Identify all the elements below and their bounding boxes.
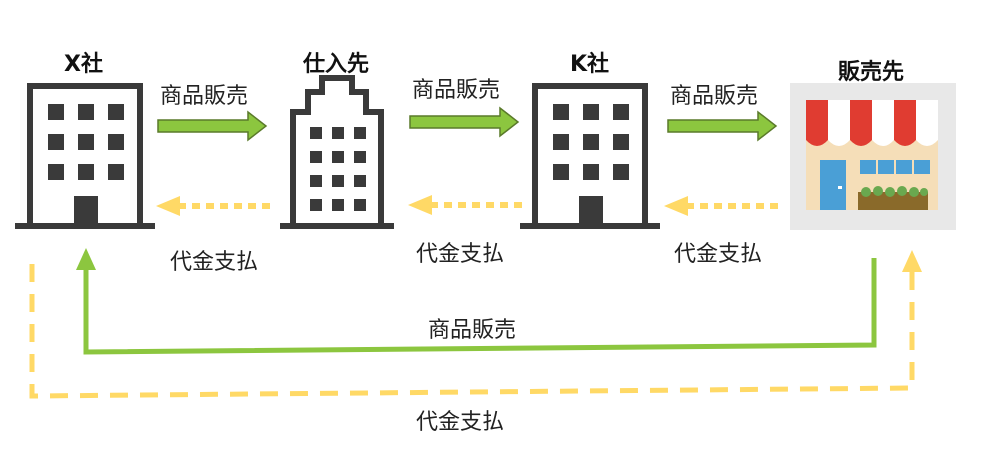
retailer-store-icon	[790, 83, 956, 230]
x-company-building-icon	[15, 83, 155, 229]
k-company-building-icon	[520, 83, 660, 229]
x-company-title: X社	[64, 52, 103, 77]
goods-arrow-1	[157, 110, 268, 142]
payment-label-2: 代金支払	[416, 242, 505, 267]
goods-arrow-3	[667, 110, 778, 142]
goods-label-2: 商品販売	[412, 78, 501, 103]
payment-arrow-2	[408, 195, 522, 215]
payment-label-1: 代金支払	[170, 250, 259, 275]
goods-label-1: 商品販売	[160, 84, 249, 109]
supplier-title: 仕入先	[303, 52, 370, 77]
payment-arrow-3	[664, 196, 778, 216]
goods-arrow-direct	[76, 248, 877, 355]
k-company-title: K社	[570, 52, 610, 77]
goods-label-direct: 商品販売	[428, 318, 517, 343]
goods-label-3: 商品販売	[670, 84, 759, 109]
supplier-building-icon	[280, 75, 394, 229]
payment-arrow-1	[156, 196, 270, 216]
payment-label-direct: 代金支払	[416, 410, 505, 435]
retailer-title: 販売先	[838, 60, 905, 85]
payment-label-3: 代金支払	[674, 242, 763, 267]
goods-arrow-2	[409, 106, 520, 138]
payment-arrow-direct	[29, 250, 922, 399]
